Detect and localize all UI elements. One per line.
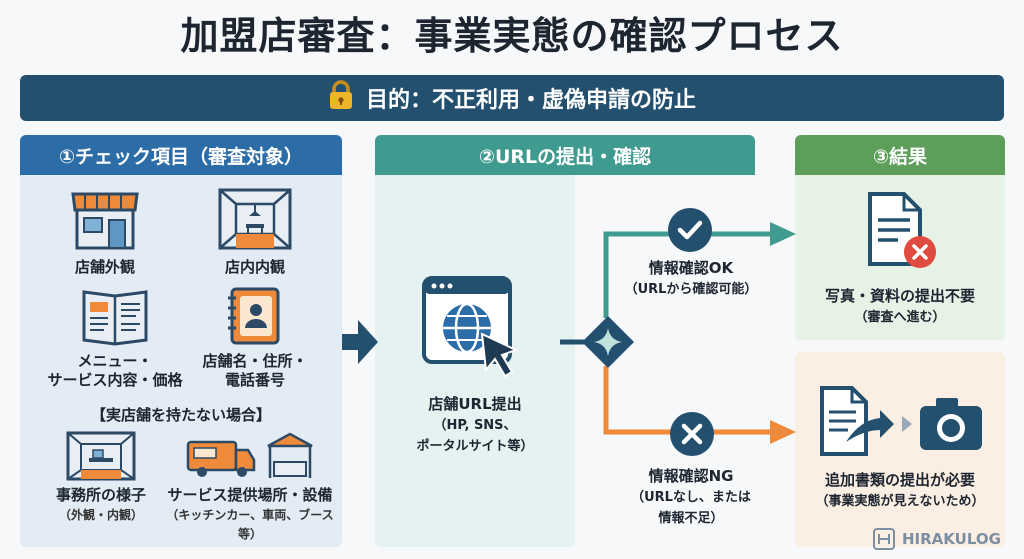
check-circle-icon: [668, 208, 712, 252]
result-heading: ③結果: [795, 135, 1005, 175]
watermark: HIRAKULOG: [872, 524, 1022, 554]
check-item-label-line1: メニュー・: [77, 352, 153, 370]
check-items-heading: ①チェック項目（審査対象）: [20, 135, 342, 175]
ok-branch-label: 情報確認OK （URLから確認可能）: [606, 258, 776, 299]
storefront-icon: [71, 192, 139, 250]
url-submit-sub2: ポータルサイト等）: [416, 439, 534, 454]
ng-result: 追加書類の提出が必要: [824, 471, 975, 489]
check-item-label: 店内内観: [224, 258, 285, 276]
watermark-brand: HIRAKULOG: [902, 530, 1001, 548]
check-item-store-info: 店舗名・住所・ 電話番号: [188, 286, 322, 390]
check-item-interior: 店内内観: [190, 186, 320, 277]
page-title: 加盟店審査：事業実態の確認プロセス: [180, 14, 844, 58]
ok-label: 情報確認OK: [648, 259, 734, 277]
ng-label: 情報確認NG: [648, 467, 734, 485]
no-store-heading: 【実店舗を持たない場合】: [90, 406, 271, 424]
address-book-icon: [228, 287, 280, 345]
no-store-item-label: サービス提供場所・設備: [167, 486, 333, 504]
purpose-text: 目的：不正利用・虚偽申請の防止: [365, 88, 696, 113]
no-store-item-sub: （キッチンカー、車両、ブース等）: [166, 508, 334, 541]
url-submit-label: 店舗URL提出 （HP, SNS、 ポータルサイト等）: [378, 394, 572, 456]
ok-sub: （URLから確認可能）: [624, 282, 758, 297]
document-photo-submit-icon: [820, 386, 982, 456]
url-submit-sub1: （HP, SNS、: [433, 418, 517, 433]
check-item-label-line1: 店舗名・住所・: [202, 352, 308, 370]
document-rejected-icon: [868, 192, 936, 268]
logo-icon: [873, 528, 895, 550]
check-item-label-line2: サービス内容・価格: [47, 371, 183, 389]
lock-icon: [328, 80, 354, 116]
no-store-item-label: 事務所の様子: [55, 486, 146, 504]
flow-arrow: [342, 320, 378, 364]
no-store-item-facility: サービス提供場所・設備 （キッチンカー、車両、ブース等）: [160, 430, 340, 543]
ng-sub2: 情報不足）: [658, 511, 724, 526]
ok-result: 写真・資料の提出不要: [824, 287, 975, 305]
purpose-banner: 目的：不正利用・虚偽申請の防止: [20, 75, 1004, 121]
ok-result-sub: （審査へ進む）: [854, 310, 946, 325]
cross-circle-icon: [670, 412, 714, 456]
ok-result-label: 写真・資料の提出不要 （審査へ進む）: [798, 286, 1002, 327]
menu-icon: [82, 290, 148, 346]
no-store-item-sub: （外観・内観）: [58, 508, 143, 522]
url-submit-title: 店舗URL提出: [428, 395, 522, 413]
office-icon: [66, 431, 136, 481]
check-item-label: 店舗外観: [74, 258, 135, 276]
url-heading: ②URLの提出・確認: [375, 135, 755, 175]
ng-sub1: （URLなし、または: [631, 490, 751, 505]
food-truck-booth-icon: [186, 432, 313, 478]
check-item-storefront: 店舗外観: [50, 186, 160, 277]
ng-result-label: 追加書類の提出が必要 （事業実態が見えないため）: [798, 470, 1002, 511]
branch-connectors: [560, 222, 796, 444]
website-globe-icon: [422, 276, 519, 378]
no-store-item-office: 事務所の様子 （外観・内観）: [36, 430, 166, 524]
check-item-label-line2: 電話番号: [224, 371, 285, 389]
ng-branch-label: 情報確認NG （URLなし、または 情報不足）: [606, 466, 776, 528]
store-interior-icon: [218, 188, 292, 250]
check-item-menu: メニュー・ サービス内容・価格: [40, 286, 190, 390]
ng-result-sub: （事業実態が見えないため）: [815, 494, 985, 509]
decision-diamond-icon: [582, 316, 634, 368]
